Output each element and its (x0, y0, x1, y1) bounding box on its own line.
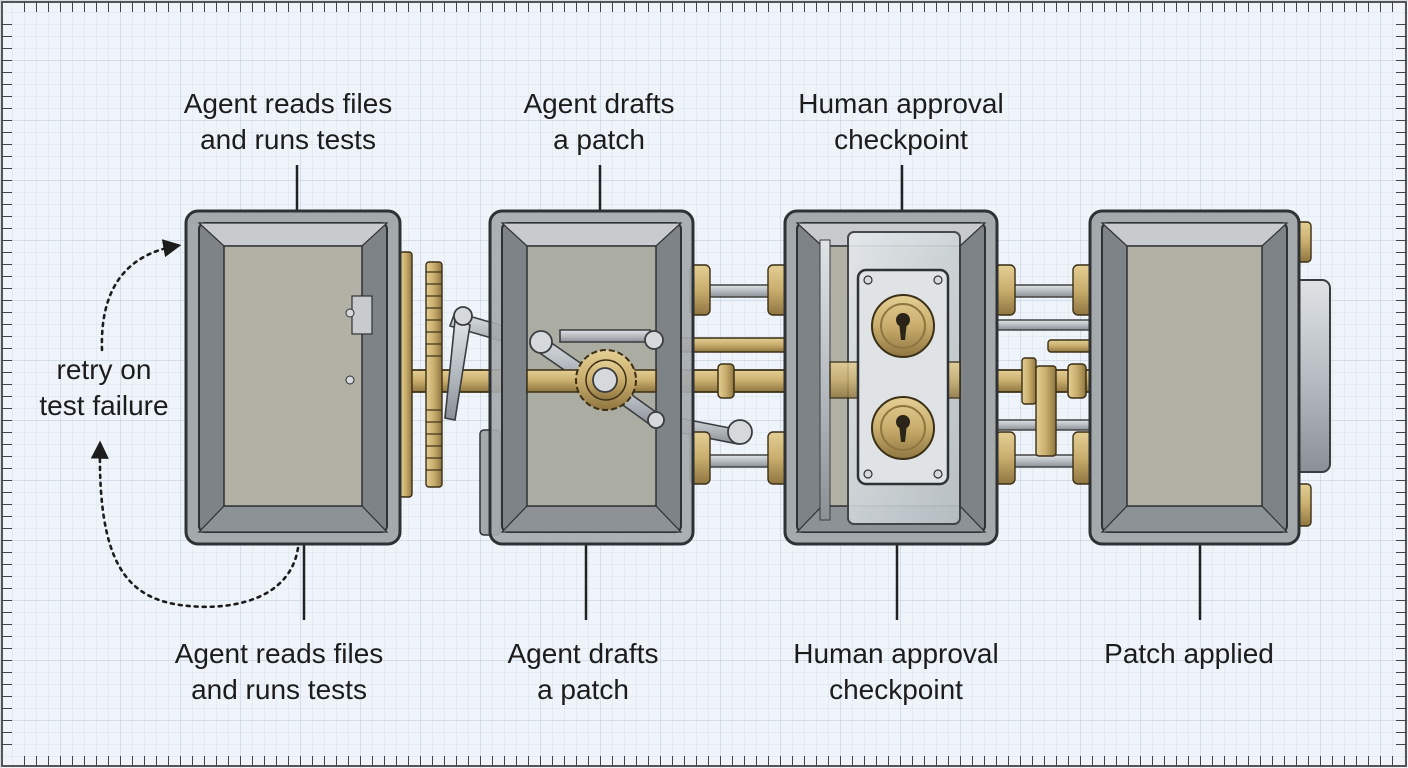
bottom-label-approval: Human approval checkpoint (756, 636, 1036, 708)
bottom-label-approval-line1: Human approval (793, 638, 999, 669)
module-approval (783, 209, 999, 546)
bottom-label-read: Agent reads files and runs tests (139, 636, 419, 708)
top-label-draft: Agent drafts a patch (459, 86, 739, 158)
module-draft (479, 209, 695, 546)
top-label-approval-line1: Human approval (798, 88, 1004, 119)
top-label-read-line1: Agent reads files (183, 88, 393, 119)
bottom-label-read-line1: Agent reads files (174, 638, 384, 669)
top-label-approval-line2: checkpoint (834, 124, 968, 155)
bottom-label-draft-line2: a patch (537, 674, 629, 705)
lock-icon (871, 294, 935, 358)
top-label-read: Agent reads files and runs tests (148, 86, 428, 158)
bottom-label-read-line2: and runs tests (191, 674, 367, 705)
bottom-label-applied-line1: Patch applied (1104, 638, 1274, 669)
leader-lines (295, 165, 1202, 620)
bottom-label-approval-line2: checkpoint (829, 674, 963, 705)
top-label-read-line2: and runs tests (200, 124, 376, 155)
bottom-label-draft-line1: Agent drafts (507, 638, 659, 669)
retry-loop-label-line2: test failure (39, 390, 169, 421)
top-label-draft-line2: a patch (553, 124, 645, 155)
retry-loop-label-line1: retry on (56, 354, 152, 385)
bottom-label-applied: Patch applied (1049, 636, 1329, 672)
bottom-label-draft: Agent drafts a patch (443, 636, 723, 708)
top-label-approval: Human approval checkpoint (761, 86, 1041, 158)
module-applied (1088, 209, 1301, 546)
retry-loop-label: retry on test failure (0, 352, 244, 424)
retry-loop-arrow (90, 239, 300, 609)
lock-icon (871, 396, 935, 460)
top-label-draft-line1: Agent drafts (523, 88, 675, 119)
module-read (184, 209, 402, 546)
